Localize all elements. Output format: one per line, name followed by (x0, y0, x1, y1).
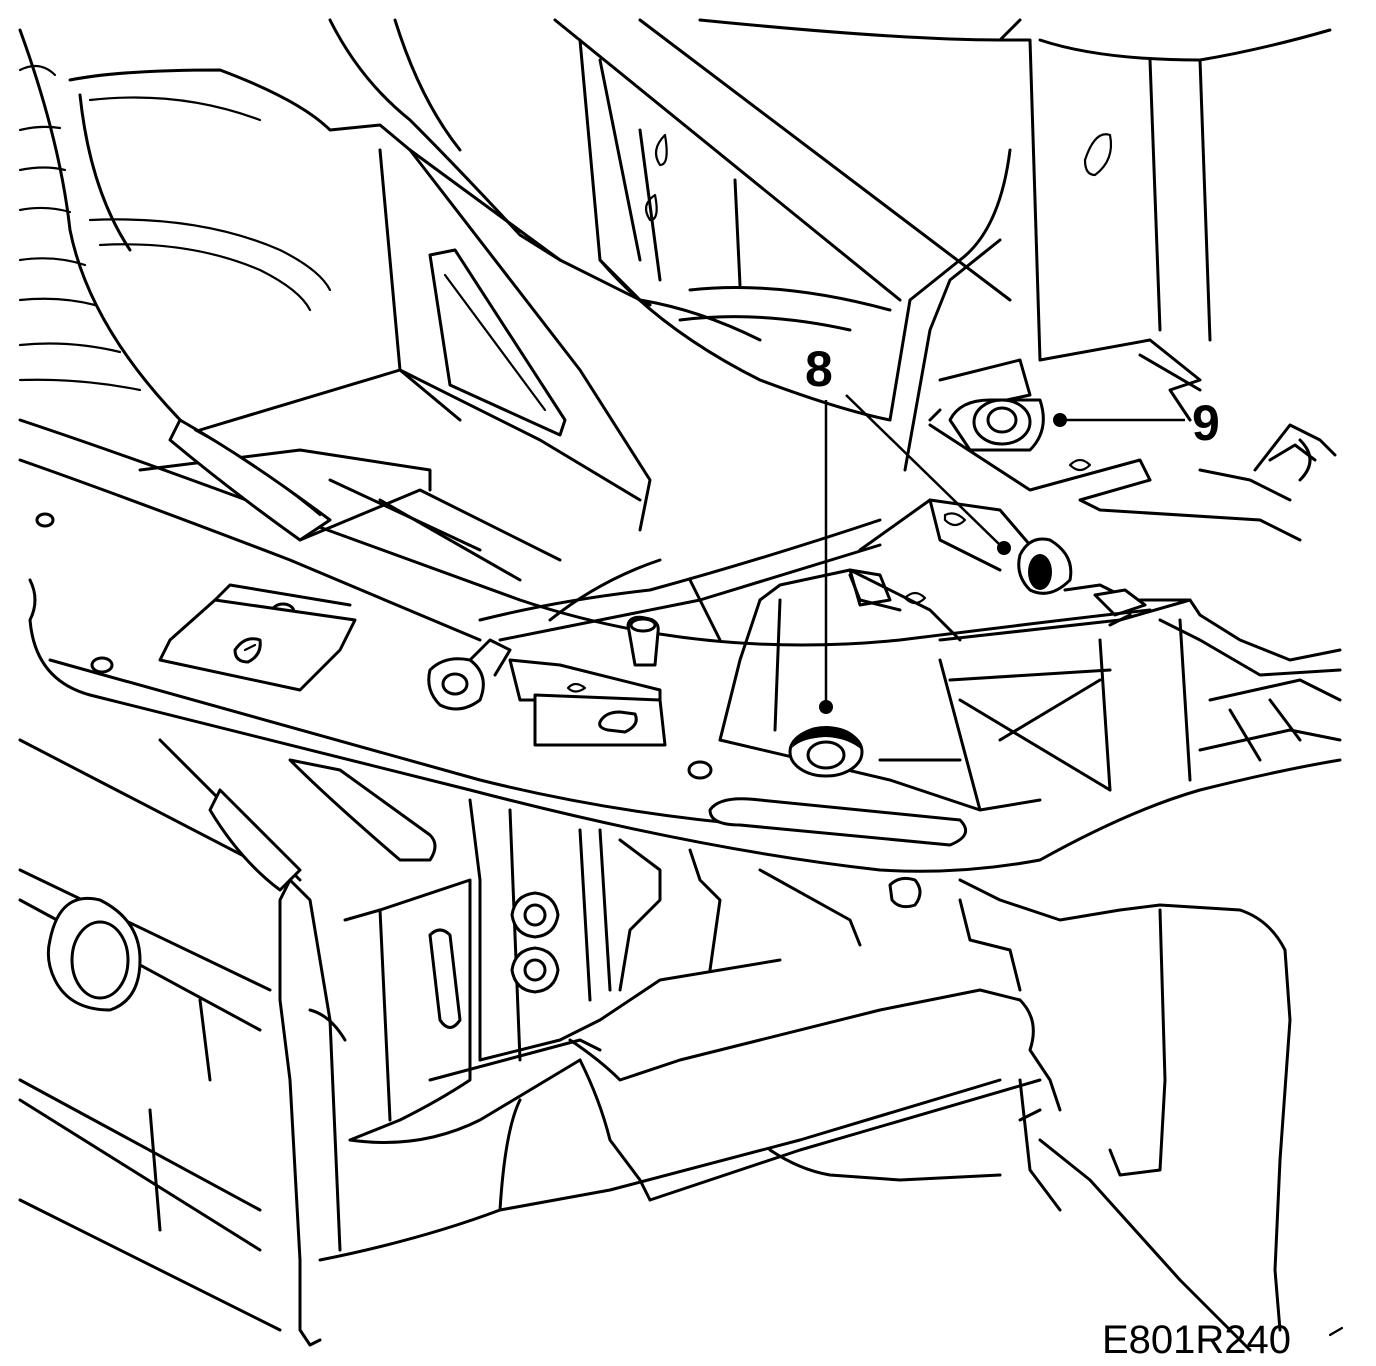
fastener-9-nut (972, 398, 1032, 446)
upper-right-body (553, 18, 1337, 542)
callout-8-label: 8 (805, 341, 833, 397)
callout-9: 9 (1053, 395, 1220, 451)
fastener-8-housing (718, 568, 1342, 812)
callout-8: 8 (805, 341, 1011, 714)
subframe-rear-bracket (848, 498, 1342, 677)
upper-left-body-panel (18, 18, 652, 432)
figure-id-mark (1328, 1326, 1344, 1337)
figure-id: E801R240 (1102, 1318, 1291, 1362)
subframe-crossmember (18, 418, 1342, 873)
callout-9-label: 9 (1192, 395, 1220, 451)
callout-9-bracket (948, 398, 1045, 452)
strut-tower (138, 148, 652, 582)
left-fastener-bracket (427, 615, 667, 747)
lower-frame-rail (18, 738, 1292, 1352)
